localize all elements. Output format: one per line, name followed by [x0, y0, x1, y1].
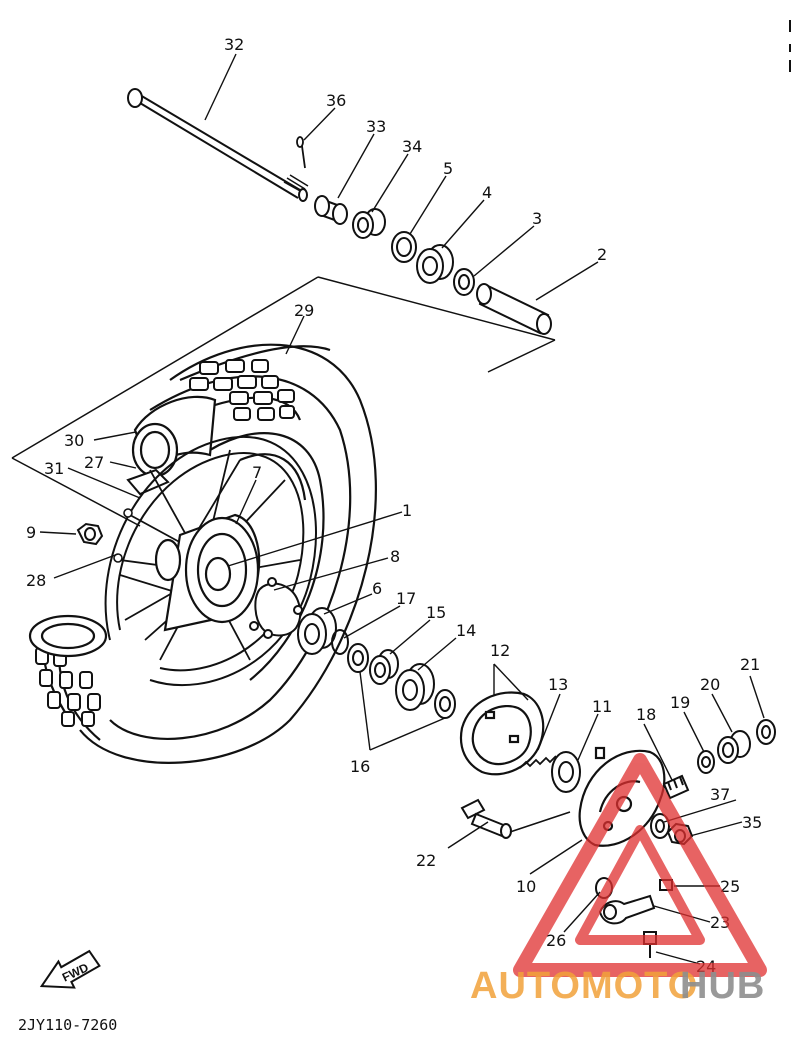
callout-20: 20: [700, 675, 720, 694]
group-bracket-lines: [11, 276, 556, 527]
callout-25: 25: [720, 877, 740, 896]
callout-3: 3: [532, 209, 542, 228]
plate-8: [249, 577, 303, 639]
nut-9: [76, 522, 104, 546]
fwd-label: FWD: [60, 960, 91, 984]
callout-26: 26: [546, 931, 566, 950]
callout-30: 30: [64, 431, 84, 450]
collar-33: [314, 195, 348, 225]
callout-29: 29: [294, 301, 314, 320]
callout-36: 36: [326, 91, 346, 110]
callout-21: 21: [740, 655, 760, 674]
callout-11: 11: [592, 697, 612, 716]
washer-19: [697, 750, 715, 774]
cotter-pin: [296, 136, 306, 169]
inner-tube: [131, 395, 217, 478]
watermark-hub: HUB: [680, 965, 765, 1007]
callout-35: 35: [742, 813, 762, 832]
callout-19: 19: [670, 693, 690, 712]
callout-33: 33: [366, 117, 386, 136]
washer-16: [347, 643, 369, 673]
callout-27: 27: [84, 453, 104, 472]
callout-9: 9: [26, 523, 36, 542]
callout-15: 15: [426, 603, 446, 622]
oil-seal-5: [391, 231, 417, 263]
cam-18: [662, 774, 690, 800]
spacer-3: [453, 268, 475, 296]
callout-12: 12: [490, 641, 510, 660]
spring-13: [519, 755, 557, 769]
callout-13: 13: [548, 675, 568, 694]
diagram-code: 2JY110-7260: [18, 1016, 117, 1034]
callout-31: 31: [44, 459, 64, 478]
oil-seal-11: [551, 751, 581, 793]
brake-shoe-12: [459, 691, 545, 776]
callout-7: 7: [252, 463, 262, 482]
callout-28: 28: [26, 571, 46, 590]
callout-8: 8: [390, 547, 400, 566]
callout-22: 22: [416, 851, 436, 870]
spacer-15: [369, 649, 399, 685]
callout-1: 1: [402, 501, 412, 520]
watermark-automoto: AUTOMOTO: [470, 965, 698, 1007]
callout-16: 16: [350, 757, 370, 776]
rim: [104, 435, 317, 687]
bearing-6: [297, 607, 337, 655]
wear-indicator-20: [717, 730, 751, 764]
callout-4: 4: [482, 183, 492, 202]
callout-2: 2: [597, 245, 607, 264]
callout-18: 18: [636, 705, 656, 724]
callout-6: 6: [372, 579, 382, 598]
callout-37: 37: [710, 785, 730, 804]
axle: [127, 88, 309, 202]
adjuster-leader: [509, 811, 571, 833]
triangle-logo-icon: [513, 753, 767, 977]
callout-10: 10: [516, 877, 536, 896]
spacer-34: [352, 208, 386, 239]
callout-5: 5: [443, 159, 453, 178]
washer-21: [756, 719, 776, 745]
bearing-4: [416, 244, 454, 284]
washer-16b: [434, 689, 456, 719]
callout-labels: 32 36 33 34 5 4 3 2 29 30 27 31 7 1 9 8 …: [26, 35, 762, 976]
collar-37: [650, 813, 670, 839]
lever-23: [598, 894, 656, 925]
spacer-tube-2: [476, 283, 552, 335]
fwd-arrow-icon: [39, 949, 101, 989]
bearing-14: [395, 663, 435, 711]
circlip-17: [331, 629, 349, 655]
callout-17: 17: [396, 589, 416, 608]
callout-34: 34: [402, 137, 422, 156]
cable-adjuster-22: [460, 798, 512, 839]
tire-cut-end: [28, 614, 108, 658]
callout-32: 32: [224, 35, 244, 54]
hub: [154, 513, 261, 632]
callout-14: 14: [456, 621, 476, 640]
